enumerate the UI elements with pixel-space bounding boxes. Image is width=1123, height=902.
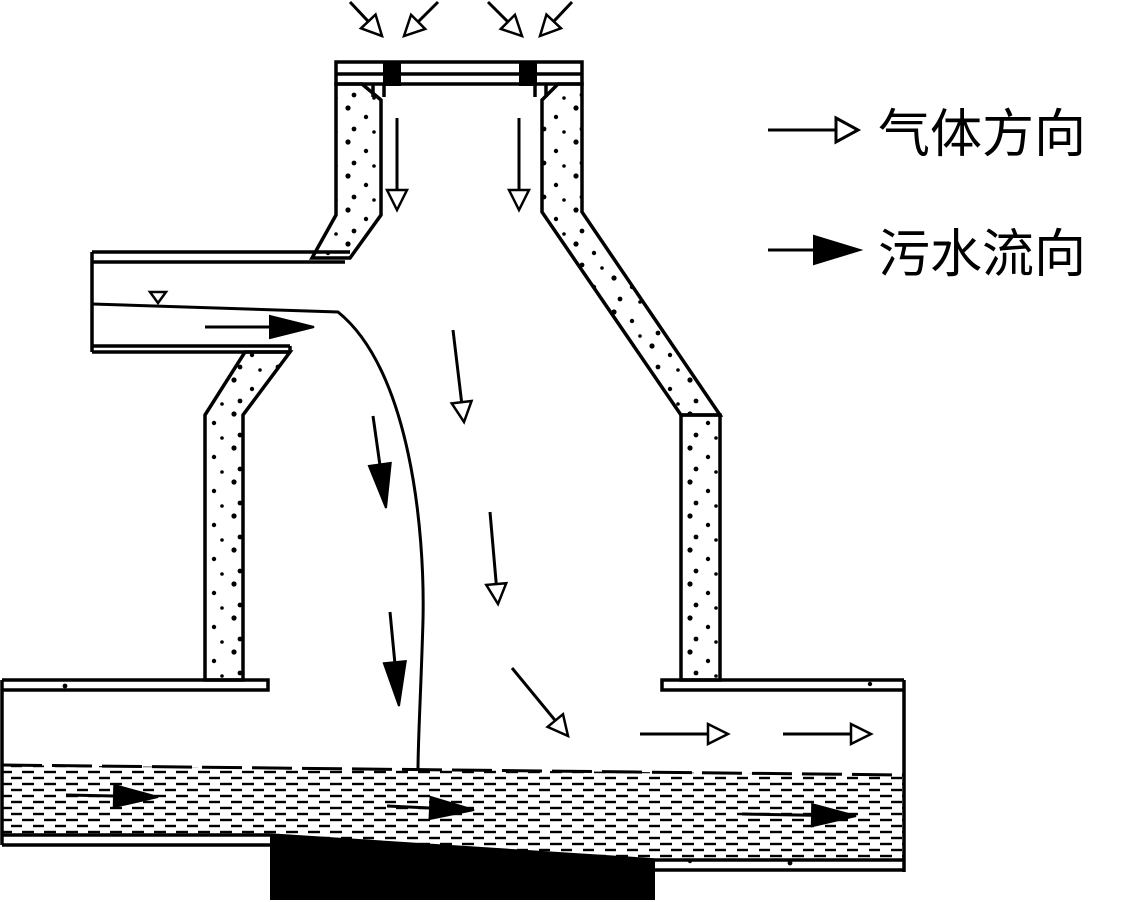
- gas-flow-arrow: [783, 721, 874, 747]
- water-level-marker: [147, 290, 169, 306]
- gas-flow-arrow: [510, 667, 570, 739]
- foundation-gravel: [62, 681, 873, 866]
- left-lower-wall: [203, 350, 294, 682]
- sewage-surface-line: [1, 763, 905, 777]
- right-lower-wall: [679, 413, 722, 682]
- sewage-flow-arrow: [386, 795, 475, 821]
- sewage-flow-arrow: [741, 802, 857, 828]
- gas-flow-arrow: [348, 0, 384, 39]
- gas-flow-arrow: [484, 511, 509, 607]
- gas-flow-arrow: [449, 329, 474, 425]
- sewage-flow-arrow: [65, 783, 159, 809]
- right-neck-wall: [540, 82, 724, 417]
- foundation-block: [270, 835, 655, 900]
- legend: 气体方向 污水流向: [768, 105, 1086, 285]
- sewage-flow-arrow: [367, 415, 392, 509]
- gas-arrows: [348, 0, 874, 747]
- legend-item-sewage: 污水流向: [768, 225, 1086, 285]
- left-neck-wall: [309, 82, 383, 260]
- inlet-pipe: [90, 250, 350, 354]
- legend-item-gas: 气体方向: [768, 105, 1086, 165]
- cover-seal-right: [519, 62, 537, 86]
- legend-label-sewage: 污水流向: [878, 225, 1086, 285]
- cover-seal-left: [383, 62, 401, 86]
- gas-flow-arrow: [384, 118, 410, 213]
- gas-flow-arrow: [640, 721, 731, 747]
- gas-flow-arrow: [486, 0, 524, 38]
- gas-flow-arrow: [538, 0, 574, 39]
- sewage-flow-arrow: [205, 314, 315, 340]
- hollow-arrow-icon: [834, 115, 862, 145]
- solid-arrow-icon: [813, 234, 864, 266]
- inlet-water-surface: [91, 302, 425, 771]
- gas-flow-arrow: [402, 0, 440, 38]
- gas-flow-arrow: [506, 118, 532, 213]
- sewage-flow-arrow: [382, 611, 407, 707]
- sewage-arrows: [65, 314, 857, 828]
- legend-label-gas: 气体方向: [878, 105, 1086, 165]
